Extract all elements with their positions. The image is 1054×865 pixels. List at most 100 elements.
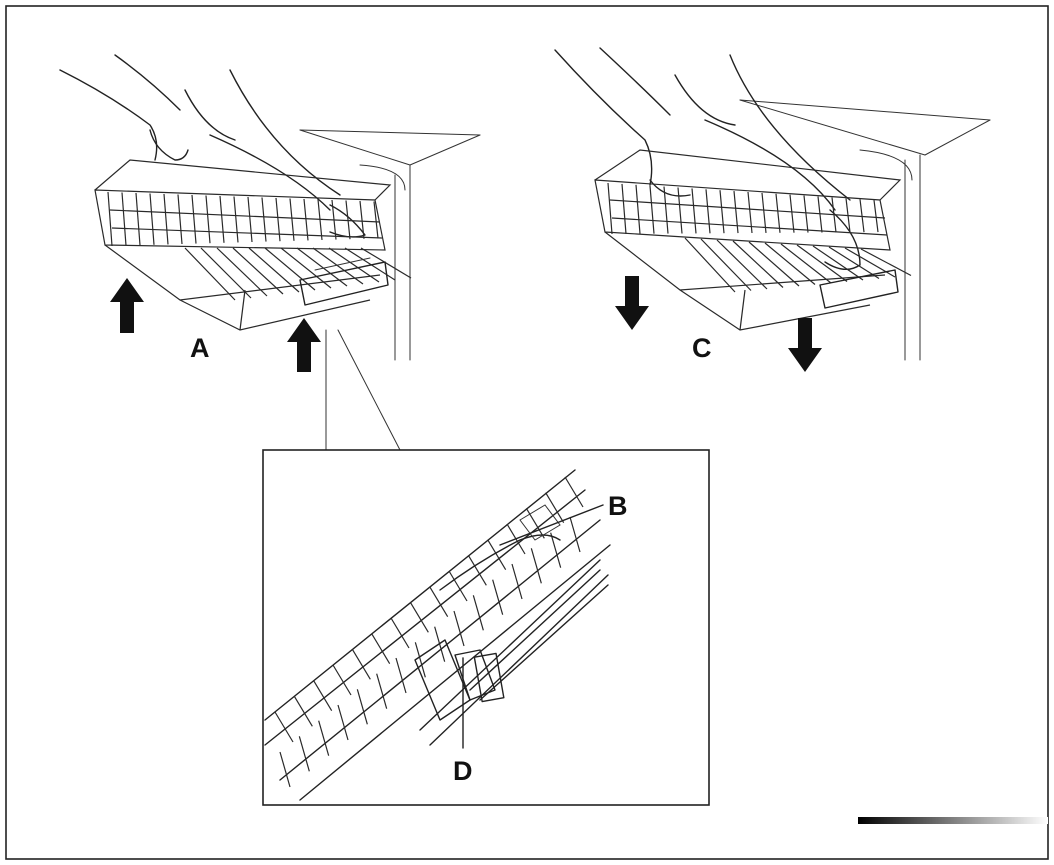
basket-wire bbox=[796, 244, 848, 282]
basket-wire bbox=[328, 247, 380, 283]
basket-wire bbox=[248, 247, 300, 293]
basket-wire bbox=[233, 196, 239, 243]
basket-wire bbox=[163, 193, 169, 245]
basket-wire bbox=[312, 247, 364, 285]
detail-frame bbox=[262, 449, 710, 806]
basket-wire bbox=[732, 240, 784, 288]
basket-wire bbox=[177, 194, 183, 245]
basket-wire bbox=[373, 201, 379, 239]
basket-wire bbox=[812, 245, 864, 281]
basket-wire bbox=[684, 237, 736, 293]
label-b: B bbox=[608, 491, 628, 521]
footer-gradient-bar bbox=[858, 817, 1048, 824]
basket-wire bbox=[700, 238, 752, 291]
inset-rung bbox=[313, 680, 333, 711]
page-border bbox=[5, 5, 1049, 860]
inset-rung bbox=[279, 751, 291, 788]
arms-c bbox=[554, 47, 861, 270]
basket-wire bbox=[607, 182, 613, 235]
inset-rung bbox=[356, 689, 368, 725]
inset-rung bbox=[429, 586, 449, 617]
inset-rung bbox=[376, 673, 388, 709]
basket-wire bbox=[296, 247, 348, 287]
basket-wire bbox=[748, 241, 800, 287]
detail-inset: B D bbox=[262, 449, 710, 806]
inset-rung bbox=[487, 539, 507, 570]
basket-wire bbox=[828, 246, 880, 280]
basket-wire bbox=[331, 199, 337, 240]
basket-wire bbox=[817, 196, 823, 233]
inset-rung bbox=[453, 610, 465, 647]
leader-line-b bbox=[499, 504, 604, 546]
arms-a bbox=[59, 54, 366, 238]
inset-rung bbox=[390, 617, 410, 649]
inset-rung bbox=[467, 555, 487, 586]
basket-wire bbox=[121, 192, 127, 246]
basket-wire bbox=[261, 197, 267, 242]
basket-wire bbox=[789, 194, 795, 233]
basket-wire bbox=[635, 184, 641, 234]
label-c: C bbox=[692, 333, 712, 363]
arrow-down-icon bbox=[788, 318, 822, 372]
inset-rung bbox=[371, 633, 391, 664]
basket-wire bbox=[803, 195, 809, 233]
basket-wire bbox=[184, 247, 236, 301]
inset-rung bbox=[530, 548, 542, 584]
basket-wire bbox=[247, 196, 253, 243]
basket-wire bbox=[200, 247, 252, 299]
inset-rung bbox=[293, 696, 313, 727]
basket-wire bbox=[280, 247, 332, 289]
basket-wire bbox=[705, 189, 711, 234]
label-a: A bbox=[190, 333, 210, 363]
basket-wire bbox=[663, 186, 669, 234]
inset-rung bbox=[351, 649, 371, 680]
inset-rung bbox=[332, 664, 352, 696]
basket-a bbox=[94, 159, 412, 331]
basket-wire bbox=[303, 198, 309, 241]
basket-wire bbox=[275, 197, 281, 242]
label-d: D bbox=[453, 756, 473, 786]
basket-wire bbox=[232, 247, 284, 295]
arrow-down-icon bbox=[615, 276, 649, 330]
inset-rung bbox=[545, 492, 565, 523]
inset-rung bbox=[492, 579, 504, 615]
panel-c-illustration: C bbox=[554, 47, 991, 372]
inset-rung bbox=[448, 570, 468, 602]
basket-wire bbox=[719, 190, 725, 234]
arrow-up-icon bbox=[110, 278, 144, 333]
basket-wire bbox=[149, 193, 155, 245]
basket-wire bbox=[359, 200, 365, 239]
basket-wire bbox=[289, 198, 295, 241]
basket-wire bbox=[135, 192, 141, 246]
basket-wire bbox=[649, 185, 655, 234]
basket-wire bbox=[317, 199, 323, 241]
basket-wire bbox=[621, 183, 627, 234]
basket-wire bbox=[859, 199, 865, 233]
inset-rung bbox=[525, 508, 545, 539]
basket-wire bbox=[764, 242, 816, 285]
basket-wire bbox=[716, 239, 768, 290]
dishwasher-cabinet-c bbox=[739, 99, 991, 361]
inset-rung bbox=[472, 595, 484, 631]
basket-wire bbox=[677, 187, 683, 234]
inset-rung bbox=[511, 563, 523, 600]
basket-wire bbox=[107, 191, 113, 247]
inset-rung bbox=[318, 720, 330, 756]
basket-wire bbox=[775, 193, 781, 233]
inset-rung bbox=[274, 711, 294, 743]
basket-wire bbox=[860, 248, 912, 277]
basket-wire bbox=[216, 247, 268, 297]
basket-wire bbox=[747, 191, 753, 234]
basket-wire bbox=[360, 247, 412, 279]
basket-wire bbox=[345, 200, 351, 240]
inset-rung bbox=[395, 657, 407, 694]
inset-rung bbox=[409, 602, 429, 633]
dishwasher-cabinet-a bbox=[299, 129, 481, 361]
inset-rung bbox=[414, 642, 426, 678]
callout-connector bbox=[325, 329, 401, 451]
basket-wire bbox=[733, 191, 739, 234]
basket-wire bbox=[205, 195, 211, 244]
arrow-up-icon bbox=[287, 318, 321, 372]
basket-wire bbox=[191, 194, 197, 244]
